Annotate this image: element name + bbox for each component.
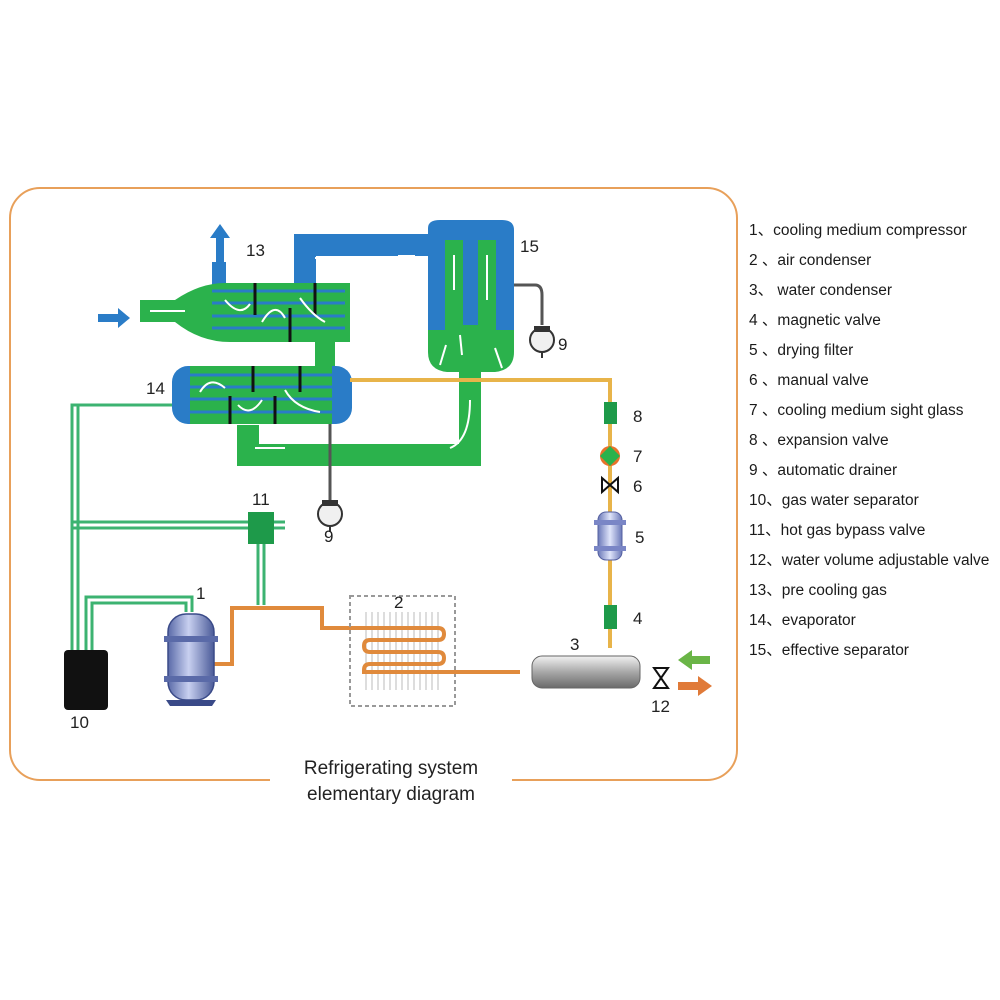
legend-item: 11、hot gas bypass valve [749, 522, 926, 539]
component-legend: 1、cooling medium compressor 2 、air conde… [749, 218, 1000, 668]
hot-gas-bypass-valve-11 [248, 512, 274, 544]
air-inlet-arrow [98, 308, 130, 328]
legend-item: 7 、cooling medium sight glass [749, 402, 964, 419]
label-14: 14 [146, 379, 165, 398]
label-1: 1 [196, 584, 205, 603]
legend-item: 9 、automatic drainer [749, 462, 898, 479]
label-2: 2 [394, 593, 403, 612]
legend-item: 1、cooling medium compressor [749, 222, 967, 239]
hot-gas-line [214, 606, 362, 666]
label-9b: 9 [324, 527, 333, 546]
legend-item: 15、effective separator [749, 642, 909, 659]
legend-item: 8 、expansion valve [749, 432, 889, 449]
label-3: 3 [570, 635, 579, 654]
label-7: 7 [633, 447, 642, 466]
diagram-frame [9, 187, 738, 781]
compressor-1 [164, 613, 218, 706]
air-outlet-arrow [210, 224, 230, 262]
label-15: 15 [520, 237, 539, 256]
label-5: 5 [635, 528, 644, 547]
legend-item: 5 、drying filter [749, 342, 854, 359]
manual-valve-6 [601, 475, 619, 495]
label-9a: 9 [558, 335, 567, 354]
label-6: 6 [633, 477, 642, 496]
separator-15 [428, 220, 544, 372]
label-4: 4 [633, 609, 642, 628]
legend-item: 4 、magnetic valve [749, 312, 881, 329]
legend-item: 6 、manual valve [749, 372, 869, 389]
label-12: 12 [651, 697, 670, 716]
water-outlet-arrow [678, 676, 712, 696]
caption-line-1: Refrigerating system [303, 758, 479, 779]
label-13: 13 [246, 241, 265, 260]
expansion-valve-8 [604, 402, 617, 424]
drain-pipes [70, 403, 285, 650]
legend-item: 10、gas water separator [749, 492, 919, 509]
legend-item: 13、pre cooling gas [749, 582, 887, 599]
pre-cooler-13 [140, 255, 415, 342]
label-11: 11 [252, 490, 270, 509]
gas-water-separator-10 [64, 650, 108, 710]
air-condenser-2 [349, 595, 520, 707]
label-8: 8 [633, 407, 642, 426]
water-valve-12 [652, 667, 670, 689]
sight-glass-7 [600, 446, 620, 466]
drainer-9-lower [317, 500, 343, 532]
legend-item: 2 、air condenser [749, 252, 872, 269]
drying-filter-5 [594, 511, 626, 561]
legend-item: 12、water volume adjustable valve [749, 552, 990, 569]
label-10: 10 [70, 713, 89, 732]
water-condenser-3 [531, 655, 641, 689]
legend-item: 14、evaporator [749, 612, 856, 629]
drainer-9-upper [529, 326, 555, 358]
legend-item: 3、 water condenser [749, 282, 893, 299]
diagram-caption: Refrigerating system elementary diagram [270, 756, 512, 808]
air-ducts [212, 234, 432, 295]
water-inlet-arrow [678, 650, 710, 670]
caption-line-2: elementary diagram [307, 784, 475, 805]
evaporator-14 [172, 366, 352, 500]
magnetic-valve-4 [604, 605, 617, 629]
